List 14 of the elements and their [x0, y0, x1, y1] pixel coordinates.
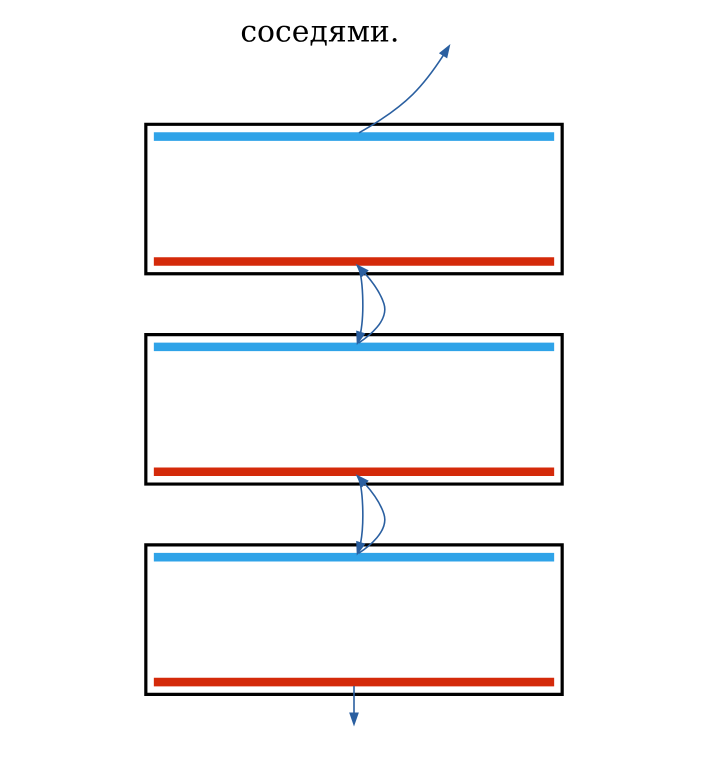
node-bar — [153, 342, 554, 351]
node-bar — [153, 132, 554, 140]
node-bar — [153, 552, 554, 561]
cluster — [144, 542, 564, 696]
cluster — [144, 332, 564, 486]
node-bar — [153, 467, 554, 476]
node-bar — [153, 677, 554, 686]
arrow — [355, 263, 385, 344]
arrow — [355, 474, 385, 554]
node-bar — [153, 256, 554, 266]
cluster — [144, 122, 564, 275]
arrow — [358, 44, 450, 133]
label: соседями. — [240, 14, 399, 49]
arrow — [348, 685, 358, 726]
